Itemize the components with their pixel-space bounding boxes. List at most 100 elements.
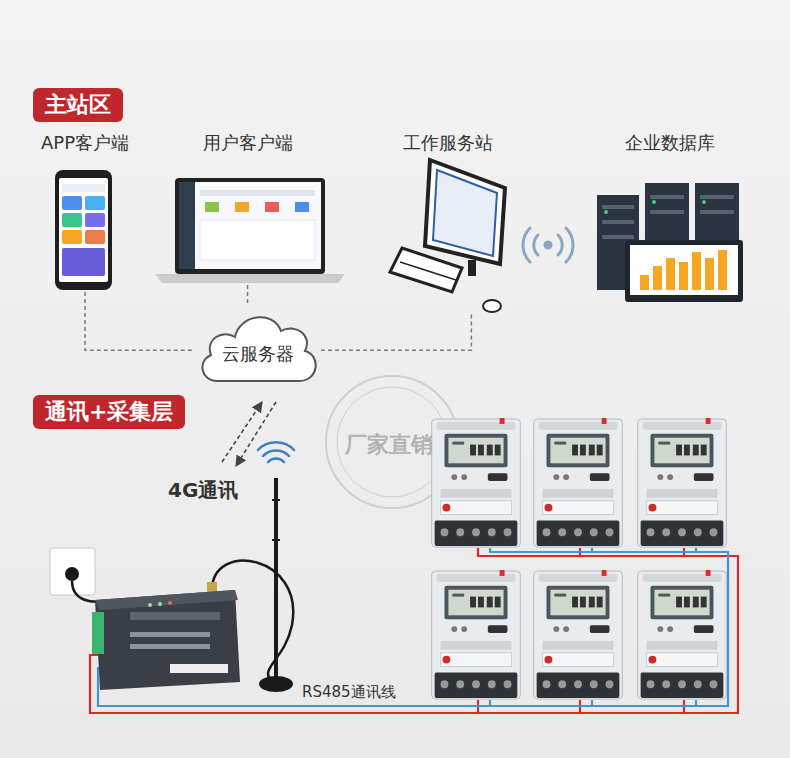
gateway-device <box>168 601 172 605</box>
4g-link-arrows <box>236 402 276 466</box>
database-icon <box>666 258 675 290</box>
wall-socket <box>72 581 112 602</box>
database-icon <box>679 262 688 290</box>
gateway-device <box>130 644 210 649</box>
wire-label: RS485通讯线 <box>302 683 396 702</box>
database-icon <box>700 210 734 214</box>
region-badge: 主站区 <box>33 88 123 122</box>
database-icon <box>718 250 727 290</box>
server-node: 工作服务站 <box>381 130 514 312</box>
link-label: 4G通讯 <box>168 477 238 504</box>
antenna <box>274 478 278 678</box>
database-node: 企业数据库 <box>586 130 754 305</box>
wifi-symbol <box>558 235 562 255</box>
energy-meters <box>534 418 623 547</box>
cloud-node: 云服务器 <box>195 305 321 383</box>
database-icon <box>650 195 684 199</box>
database-icon <box>705 258 714 290</box>
node-heading: 企业数据库 <box>586 130 754 156</box>
database-icon <box>650 210 684 214</box>
energy-meters <box>534 570 623 699</box>
antenna <box>268 459 284 462</box>
node-heading: APP客户端 <box>26 130 144 156</box>
workstation-icon <box>390 248 462 292</box>
database-icon <box>702 200 706 204</box>
laptop-icon <box>200 220 315 260</box>
node-heading: 云服务器 <box>222 342 294 366</box>
dashed-connector <box>321 312 471 350</box>
client-node: 用户客户端 <box>146 130 349 285</box>
badge-text: 主站区 <box>45 90 111 120</box>
antenna <box>272 539 280 541</box>
phone-icon <box>62 184 105 192</box>
client-node: APP客户端 <box>26 130 144 292</box>
energy-meters <box>432 418 727 699</box>
database-icon <box>602 205 634 209</box>
laptop-icon <box>155 178 345 283</box>
gateway-device <box>148 603 152 607</box>
antenna <box>258 442 294 450</box>
workstation-icon <box>425 160 505 264</box>
antenna <box>258 442 294 462</box>
phone-icon <box>85 196 105 210</box>
workstation-icon <box>400 262 456 280</box>
wifi-symbol <box>566 228 573 262</box>
phone-icon <box>62 196 82 210</box>
phone-icon <box>62 230 82 244</box>
workstation-icon <box>433 170 497 256</box>
gateway-device <box>95 590 240 690</box>
database-icon <box>640 275 649 290</box>
phone-icon <box>59 178 108 282</box>
laptop-icon <box>175 178 325 274</box>
laptop-icon <box>155 274 345 283</box>
workstation-icon <box>483 300 501 312</box>
database-icon <box>597 183 743 302</box>
phone-icon <box>62 248 105 276</box>
laptop-icon <box>179 182 195 269</box>
node-heading: 工作服务站 <box>381 130 514 156</box>
database-icon <box>625 240 743 302</box>
workstation-icon <box>468 260 476 276</box>
energy-meters <box>432 570 521 699</box>
4g-link-arrows <box>222 402 276 466</box>
workstation-icon <box>390 160 505 312</box>
laptop-icon <box>200 190 315 196</box>
antenna <box>207 582 217 592</box>
wifi-symbol <box>523 228 530 262</box>
energy-meters <box>638 418 727 547</box>
phone-icon <box>62 213 82 227</box>
wifi-symbol <box>545 242 551 248</box>
phone-icon <box>55 170 112 290</box>
node-heading: 用户客户端 <box>146 130 349 156</box>
wall-socket <box>50 548 112 602</box>
energy-meters <box>432 418 521 547</box>
database-icon <box>604 210 608 214</box>
wifi-symbol <box>523 228 573 262</box>
gateway-device <box>95 590 238 610</box>
gateway-device <box>92 590 240 690</box>
database-icon <box>645 183 689 243</box>
gateway-device <box>170 664 228 673</box>
laptop-icon <box>265 202 279 212</box>
dashed-connector <box>85 292 195 350</box>
gateway-device <box>130 632 210 637</box>
database-icon <box>602 220 634 224</box>
wifi-symbol <box>534 235 538 255</box>
rs485-wires <box>90 548 738 713</box>
database-icon <box>602 235 634 239</box>
dashed-connector <box>247 285 249 305</box>
phone-icon <box>85 230 105 244</box>
database-icon <box>630 245 738 295</box>
gateway-device <box>92 612 104 654</box>
watermark: 厂家直销 <box>345 430 433 460</box>
database-icon <box>700 195 734 199</box>
energy-meters <box>638 570 727 699</box>
phone-icon <box>55 170 112 290</box>
wall-socket <box>65 567 79 581</box>
badge-text: 通讯+采集层 <box>45 397 173 427</box>
laptop-icon <box>205 202 219 212</box>
watermark-seal <box>337 387 447 497</box>
laptop-icon <box>179 182 321 269</box>
